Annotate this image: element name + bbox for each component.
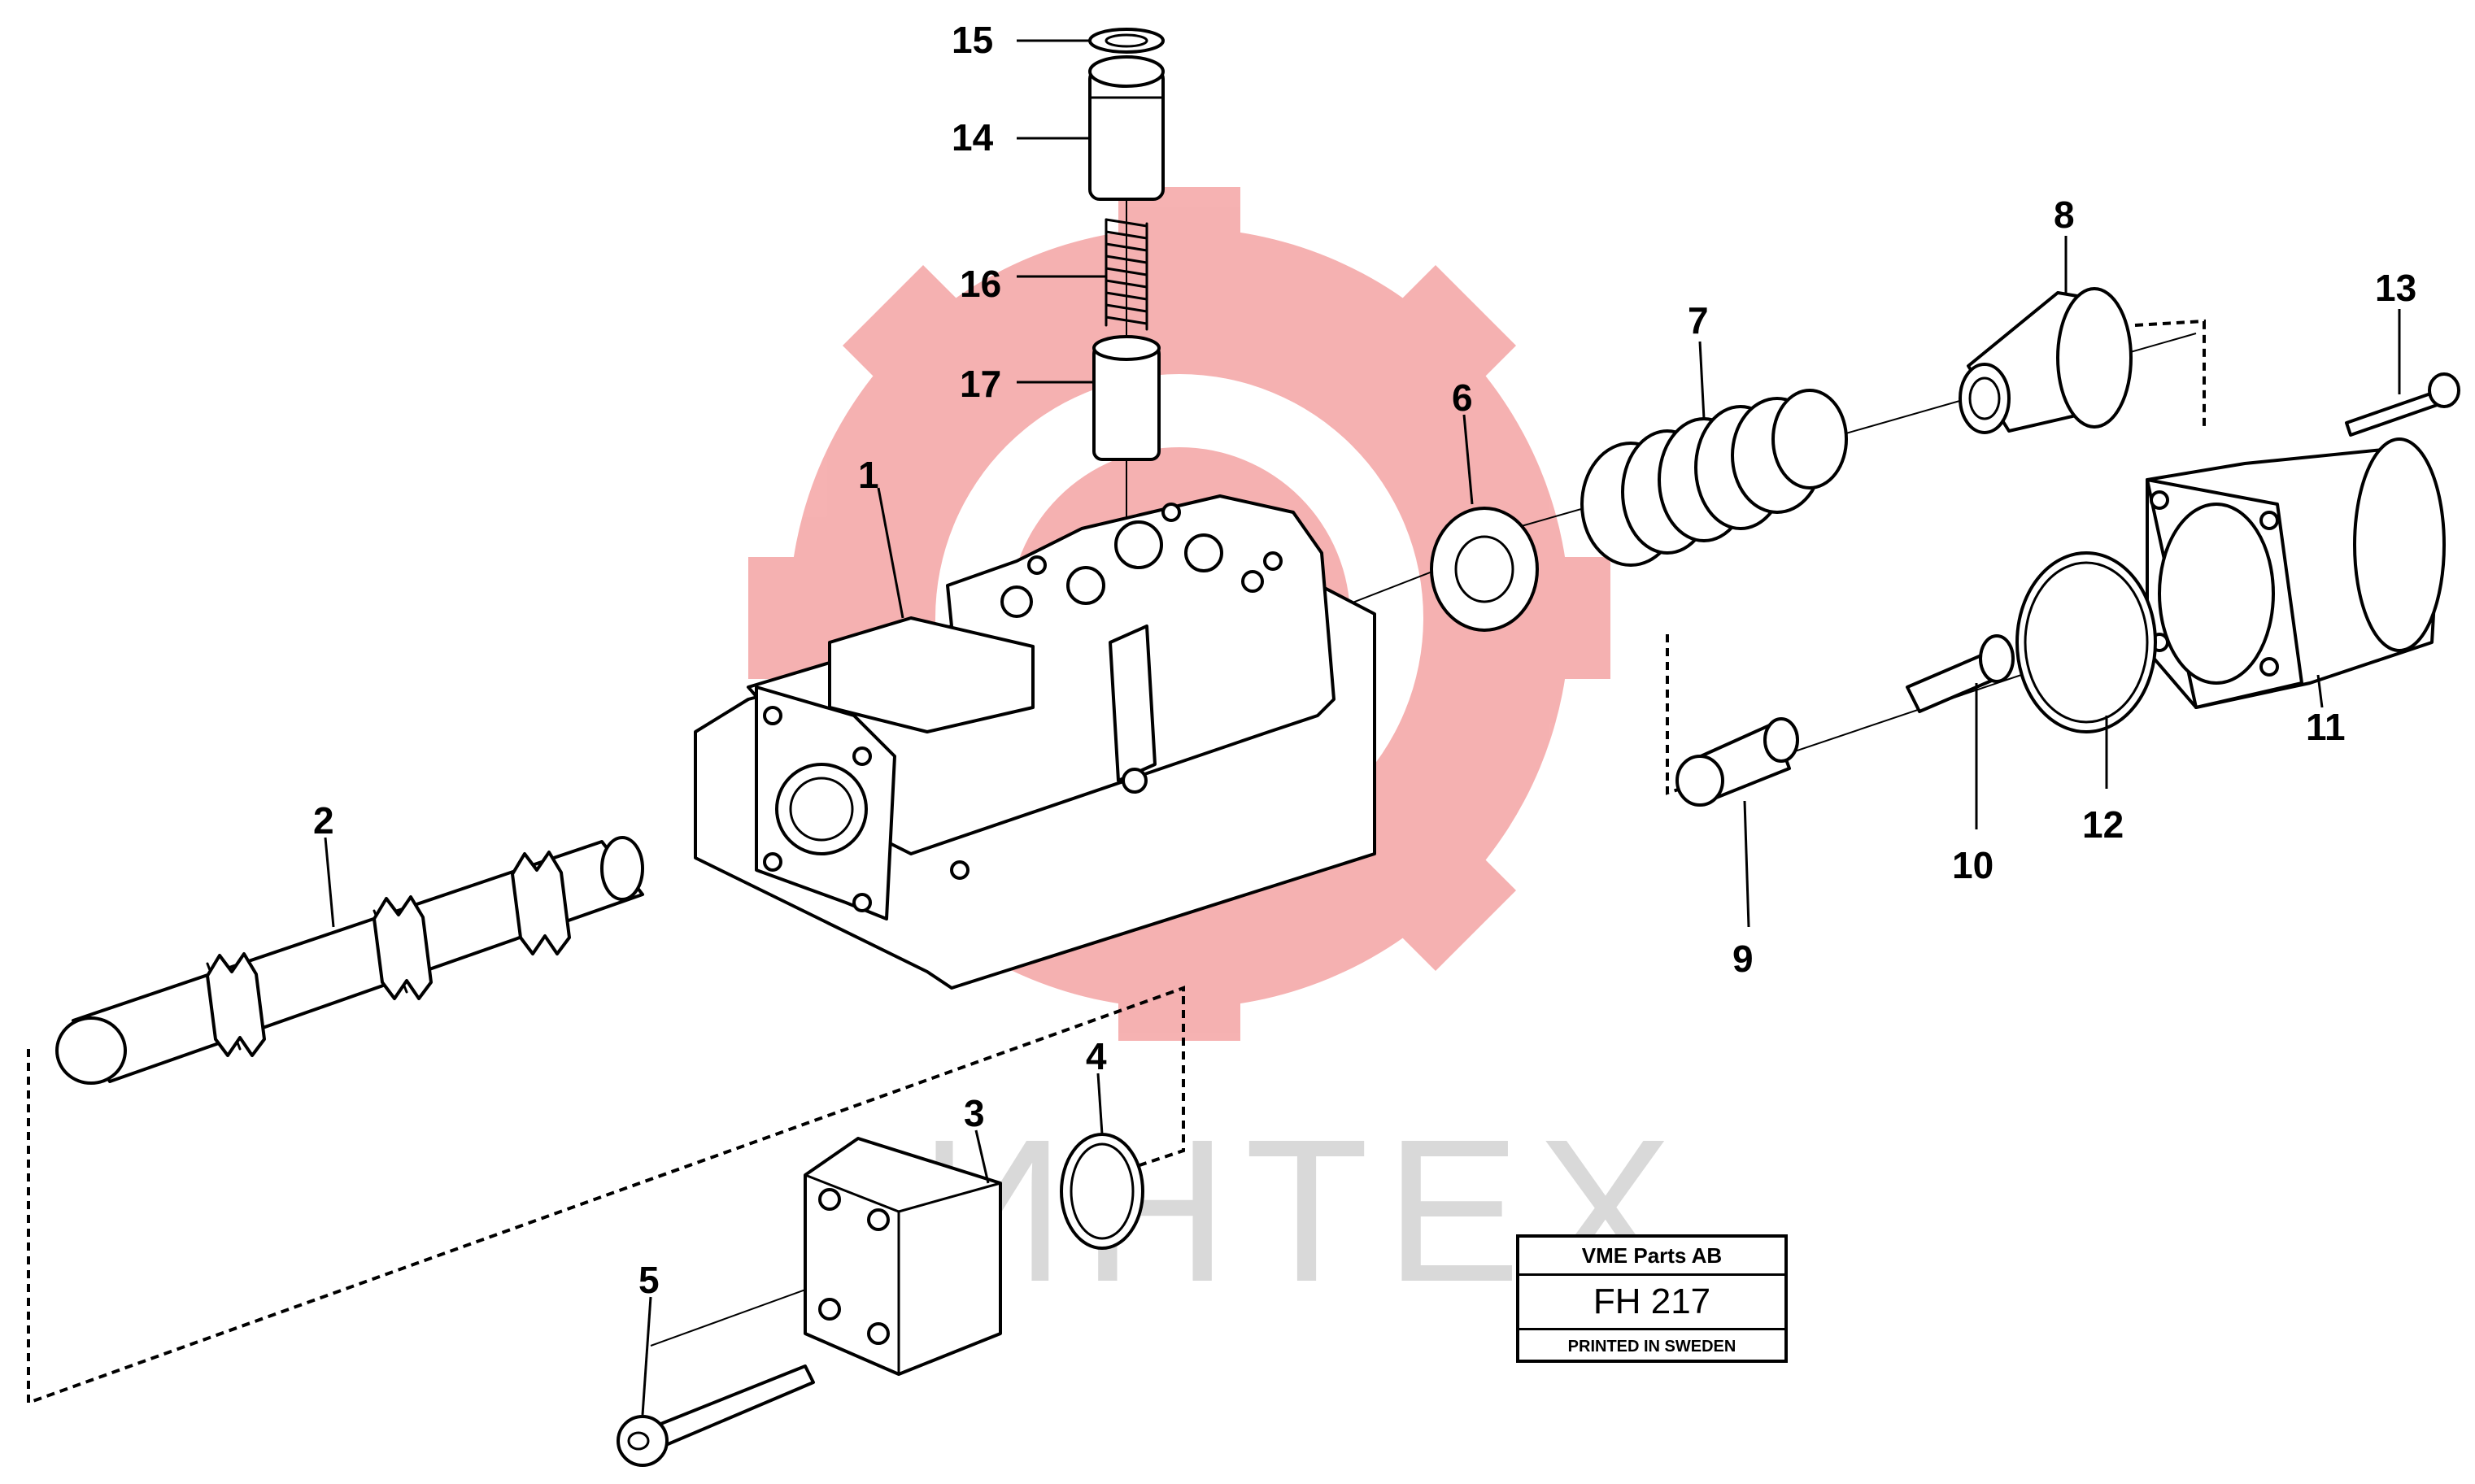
part-washer (1088, 28, 1165, 54)
callout-4: 4 (1086, 1035, 1107, 1077)
part-cover-block (804, 1137, 1002, 1376)
callout-labels: 15 14 16 17 1 2 3 4 5 6 7 8 9 10 12 11 1… (313, 19, 2416, 1301)
part-spring-seat (1959, 287, 2133, 434)
part-bushing (1430, 507, 1539, 632)
part-bolt (2345, 372, 2460, 437)
callout-7: 7 (1688, 299, 1709, 342)
callout-2: 2 (313, 799, 334, 842)
dashed-connector-upper (2134, 319, 2206, 427)
part-spring (1580, 389, 1848, 567)
callout-6: 6 (1452, 376, 1473, 419)
part-small-spring (1105, 218, 1148, 331)
part-valve-housing (694, 494, 1376, 990)
callout-8: 8 (2054, 194, 2075, 236)
callout-14: 14 (952, 116, 994, 159)
callout-11: 11 (2306, 706, 2346, 748)
callout-5: 5 (638, 1259, 660, 1301)
part-gasket-ring (2015, 551, 2157, 733)
callout-3: 3 (964, 1092, 985, 1134)
leader-lines (324, 39, 2401, 1416)
part-splined-shaft (55, 836, 644, 1085)
callout-1: 1 (858, 454, 879, 496)
title-block-printed: PRINTED IN SWEDEN (1567, 1338, 1736, 1356)
callout-9: 9 (1732, 938, 1754, 980)
part-screw-left (617, 1364, 815, 1467)
title-block-company: VME Parts AB (1519, 1238, 1784, 1276)
title-block-code: FH 217 (1519, 1276, 1784, 1330)
callout-17: 17 (960, 363, 1001, 405)
callout-15: 15 (952, 19, 993, 61)
dashed-connector-left-2 (1122, 996, 1185, 1173)
callout-10: 10 (1952, 844, 1994, 886)
part-valve-cap (1088, 55, 1165, 201)
part-o-ring-small (1060, 1133, 1144, 1250)
title-block: VME Parts AB FH 217 PRINTED IN SWEDEN (1516, 1234, 1788, 1363)
callout-13: 13 (2375, 267, 2416, 309)
part-sleeve (1092, 335, 1161, 461)
callout-11-gasket: 12 (2082, 803, 2124, 846)
part-screw-right (1906, 634, 2015, 713)
part-end-cover (2146, 437, 2446, 709)
callout-16: 16 (960, 263, 1001, 305)
part-plunger (1675, 717, 1799, 807)
